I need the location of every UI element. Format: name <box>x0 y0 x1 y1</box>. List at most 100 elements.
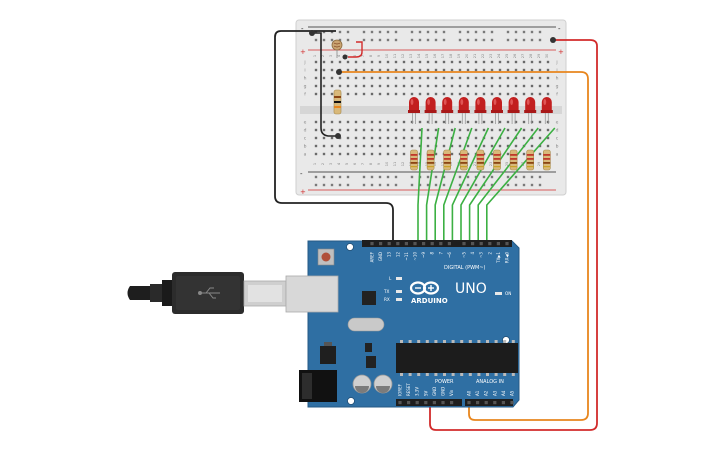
terminal-hole[interactable] <box>538 144 542 148</box>
terminal-hole[interactable] <box>410 136 414 140</box>
terminal-hole[interactable] <box>530 144 534 148</box>
terminal-hole[interactable] <box>354 120 358 124</box>
terminal-hole[interactable] <box>530 136 534 140</box>
rail-hole[interactable] <box>386 175 390 179</box>
terminal-hole[interactable] <box>386 68 390 72</box>
terminal-hole[interactable] <box>546 128 550 132</box>
rail-hole[interactable] <box>514 183 518 187</box>
terminal-hole[interactable] <box>346 120 350 124</box>
terminal-hole[interactable] <box>362 152 366 156</box>
terminal-hole[interactable] <box>314 144 318 148</box>
terminal-hole[interactable] <box>466 152 470 156</box>
rail-hole[interactable] <box>514 30 518 34</box>
terminal-hole[interactable] <box>386 120 390 124</box>
rail-hole[interactable] <box>522 30 526 34</box>
terminal-hole[interactable] <box>370 136 374 140</box>
terminal-hole[interactable] <box>442 144 446 148</box>
terminal-hole[interactable] <box>322 68 326 72</box>
terminal-hole[interactable] <box>314 76 318 80</box>
terminal-hole[interactable] <box>394 120 398 124</box>
rail-hole[interactable] <box>346 30 350 34</box>
header-pin[interactable] <box>404 242 408 246</box>
terminal-hole[interactable] <box>474 76 478 80</box>
led-signal-wire[interactable] <box>477 127 539 244</box>
terminal-hole[interactable] <box>330 152 334 156</box>
rail-hole[interactable] <box>538 183 542 187</box>
rail-hole[interactable] <box>434 30 438 34</box>
terminal-hole[interactable] <box>378 60 382 64</box>
led-resistor[interactable] <box>410 149 418 171</box>
rail-hole[interactable] <box>530 183 534 187</box>
rail-hole[interactable] <box>466 175 470 179</box>
terminal-hole[interactable] <box>370 128 374 132</box>
rail-hole[interactable] <box>314 30 318 34</box>
reset-button[interactable] <box>317 248 335 266</box>
terminal-hole[interactable] <box>370 152 374 156</box>
red-led[interactable] <box>507 97 520 124</box>
terminal-hole[interactable] <box>330 136 334 140</box>
rail-hole[interactable] <box>530 38 534 42</box>
terminal-hole[interactable] <box>402 128 406 132</box>
terminal-hole[interactable] <box>354 152 358 156</box>
terminal-hole[interactable] <box>450 76 454 80</box>
terminal-hole[interactable] <box>410 128 414 132</box>
led-resistor[interactable] <box>509 149 518 171</box>
led-signal-wire[interactable] <box>468 127 523 244</box>
rail-hole[interactable] <box>314 183 318 187</box>
terminal-hole[interactable] <box>474 120 478 124</box>
terminal-hole[interactable] <box>546 76 550 80</box>
header-pin[interactable] <box>510 401 514 405</box>
terminal-hole[interactable] <box>418 68 422 72</box>
rail-hole[interactable] <box>410 183 414 187</box>
terminal-hole[interactable] <box>490 60 494 64</box>
terminal-hole[interactable] <box>386 76 390 80</box>
terminal-hole[interactable] <box>442 120 446 124</box>
terminal-hole[interactable] <box>514 76 518 80</box>
terminal-hole[interactable] <box>458 68 462 72</box>
rail-hole[interactable] <box>346 38 350 42</box>
terminal-hole[interactable] <box>514 84 518 88</box>
rail-hole[interactable] <box>322 175 326 179</box>
terminal-hole[interactable] <box>450 152 454 156</box>
terminal-hole[interactable] <box>474 128 478 132</box>
terminal-hole[interactable] <box>506 84 510 88</box>
terminal-hole[interactable] <box>434 136 438 140</box>
terminal-hole[interactable] <box>514 68 518 72</box>
rail-hole[interactable] <box>330 30 334 34</box>
header-pin[interactable] <box>432 401 436 405</box>
terminal-hole[interactable] <box>546 92 550 96</box>
terminal-hole[interactable] <box>378 76 382 80</box>
terminal-hole[interactable] <box>426 76 430 80</box>
terminal-hole[interactable] <box>386 128 390 132</box>
rail-hole[interactable] <box>442 183 446 187</box>
rail-hole[interactable] <box>394 38 398 42</box>
terminal-hole[interactable] <box>394 60 398 64</box>
rail-hole[interactable] <box>538 30 542 34</box>
terminal-hole[interactable] <box>434 68 438 72</box>
terminal-hole[interactable] <box>322 152 326 156</box>
terminal-hole[interactable] <box>434 152 438 156</box>
header-pin[interactable] <box>396 242 400 246</box>
terminal-hole[interactable] <box>482 144 486 148</box>
terminal-hole[interactable] <box>514 120 518 124</box>
led-resistor[interactable] <box>476 149 485 171</box>
red-led[interactable] <box>540 97 553 124</box>
terminal-hole[interactable] <box>426 68 430 72</box>
terminal-hole[interactable] <box>450 120 454 124</box>
terminal-hole[interactable] <box>458 76 462 80</box>
terminal-hole[interactable] <box>466 92 470 96</box>
arduino-uno-board[interactable]: L TX RX ON ARDUINO UNO DIGITAL (PWM~) PO… <box>285 240 520 408</box>
rail-hole[interactable] <box>482 38 486 42</box>
rail-hole[interactable] <box>330 175 334 179</box>
red-led[interactable] <box>441 97 454 124</box>
rail-hole[interactable] <box>378 183 382 187</box>
terminal-hole[interactable] <box>386 144 390 148</box>
terminal-hole[interactable] <box>314 120 318 124</box>
terminal-hole[interactable] <box>434 76 438 80</box>
terminal-hole[interactable] <box>402 92 406 96</box>
terminal-hole[interactable] <box>354 128 358 132</box>
terminal-hole[interactable] <box>330 144 334 148</box>
terminal-hole[interactable] <box>538 68 542 72</box>
terminal-hole[interactable] <box>522 152 526 156</box>
header-pin[interactable] <box>484 401 488 405</box>
